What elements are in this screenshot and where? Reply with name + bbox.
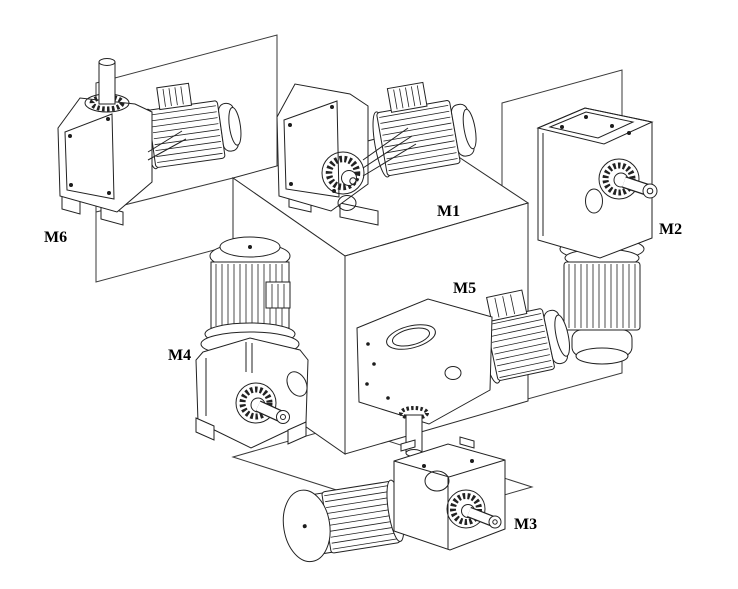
output-shaft [622, 176, 658, 199]
label-m5: M5 [453, 280, 476, 297]
gearbox-housing [57, 97, 153, 213]
output-shaft [98, 58, 116, 105]
foot [459, 436, 475, 449]
gearmotor-m3 [282, 436, 506, 563]
label-m2: M2 [659, 221, 682, 238]
gearbox-housing [356, 298, 493, 425]
gearmotor-m2 [536, 107, 658, 365]
motor-unit [480, 289, 570, 384]
gearbox-housing [276, 83, 369, 212]
terminal-box [156, 82, 193, 111]
motor-unit [282, 479, 405, 563]
motor-unit [143, 82, 242, 170]
gearmotor-m4 [195, 236, 309, 449]
foot [339, 202, 379, 226]
output-shaft [255, 400, 290, 424]
foot [400, 439, 416, 452]
label-m3: M3 [514, 516, 537, 533]
motor-unit [559, 237, 645, 365]
label-m4: M4 [168, 347, 191, 364]
output-shaft [349, 177, 357, 185]
motor-unit [372, 81, 477, 178]
gearmotor-m5 [356, 289, 570, 457]
output-shaft [466, 506, 502, 529]
gearbox-housing [393, 443, 506, 551]
gearmotor-m1 [276, 81, 477, 226]
output-flange [321, 151, 365, 195]
label-m1: M1 [437, 203, 460, 220]
terminal-box [486, 289, 528, 322]
foot [287, 421, 307, 445]
label-m6: M6 [44, 229, 67, 246]
flange-opening [386, 324, 436, 350]
gearmotor-m6 [57, 58, 242, 226]
foot [195, 417, 215, 441]
